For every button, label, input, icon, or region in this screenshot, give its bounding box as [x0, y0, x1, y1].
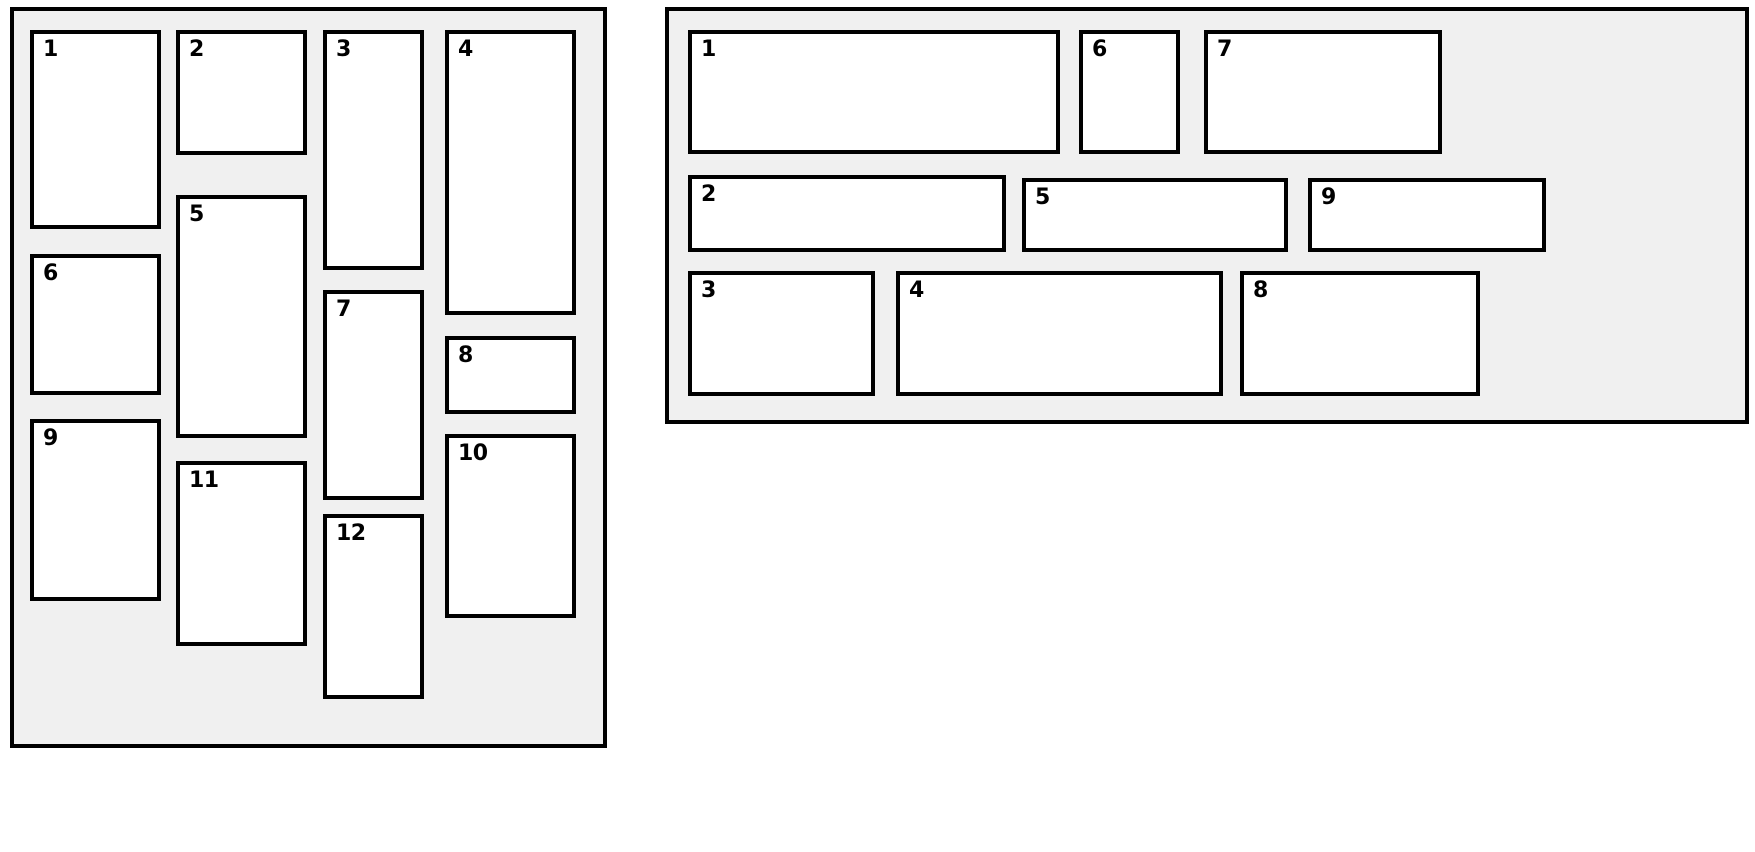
- box-label: 6: [43, 261, 58, 286]
- box-label: 3: [701, 278, 716, 303]
- box-label: 7: [336, 297, 351, 322]
- box-label: 9: [1321, 185, 1336, 210]
- left-panel-box-12[interactable]: 12: [323, 514, 424, 699]
- right-panel-box-2[interactable]: 2: [688, 175, 1006, 252]
- box-label: 10: [458, 441, 488, 466]
- right-panel-box-5[interactable]: 5: [1022, 178, 1288, 252]
- box-label: 5: [189, 202, 204, 227]
- left-panel-box-6[interactable]: 6: [30, 254, 161, 395]
- box-label: 5: [1035, 185, 1050, 210]
- right-panel-box-4[interactable]: 4: [896, 271, 1223, 396]
- right-panel: 1 6 7 2 5 9 3 4 8: [665, 7, 1749, 424]
- left-panel-box-7[interactable]: 7: [323, 290, 424, 500]
- box-label: 4: [909, 278, 924, 303]
- box-label: 9: [43, 426, 58, 451]
- left-panel-box-3[interactable]: 3: [323, 30, 424, 270]
- left-panel-box-2[interactable]: 2: [176, 30, 307, 155]
- left-panel-box-5[interactable]: 5: [176, 195, 307, 438]
- box-label: 12: [336, 521, 366, 546]
- right-panel-box-7[interactable]: 7: [1204, 30, 1442, 154]
- left-panel-box-8[interactable]: 8: [445, 336, 576, 414]
- left-panel-box-9[interactable]: 9: [30, 419, 161, 601]
- left-panel-box-1[interactable]: 1: [30, 30, 161, 229]
- box-label: 1: [701, 37, 716, 62]
- right-panel-box-9[interactable]: 9: [1308, 178, 1546, 252]
- box-label: 4: [458, 37, 473, 62]
- box-label: 2: [701, 182, 716, 207]
- box-label: 8: [1253, 278, 1268, 303]
- right-panel-box-3[interactable]: 3: [688, 271, 875, 396]
- left-panel-box-4[interactable]: 4: [445, 30, 576, 315]
- right-panel-box-6[interactable]: 6: [1079, 30, 1180, 154]
- box-label: 8: [458, 343, 473, 368]
- box-label: 3: [336, 37, 351, 62]
- box-label: 1: [43, 37, 58, 62]
- left-panel-box-10[interactable]: 10: [445, 434, 576, 618]
- left-panel-box-11[interactable]: 11: [176, 461, 307, 646]
- right-panel-box-8[interactable]: 8: [1240, 271, 1480, 396]
- box-label: 2: [189, 37, 204, 62]
- box-label: 6: [1092, 37, 1107, 62]
- box-label: 7: [1217, 37, 1232, 62]
- box-label: 11: [189, 468, 219, 493]
- right-panel-box-1[interactable]: 1: [688, 30, 1060, 154]
